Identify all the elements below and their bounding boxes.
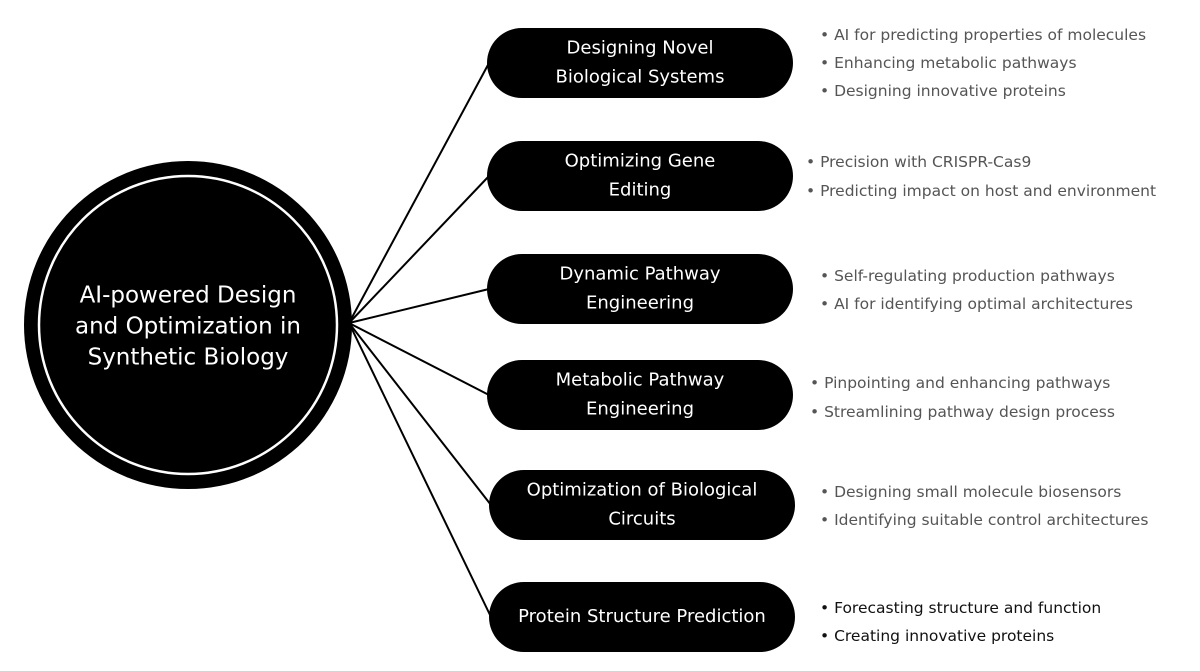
branch-title-2-line-2: Editing <box>609 180 672 201</box>
bullet-text: Self-regulating production pathways <box>834 267 1115 285</box>
bullet-text: AI for predicting properties of molecule… <box>834 26 1146 44</box>
bullet-text: Designing innovative proteins <box>834 82 1066 100</box>
bullet-dot: • <box>806 182 820 200</box>
branch-title-1-line-1: Designing Novel <box>567 38 714 59</box>
branch-node-2 <box>487 141 793 211</box>
bullet-text: Creating innovative proteins <box>834 627 1054 645</box>
bullet-text: Streamlining pathway design process <box>824 403 1115 421</box>
bullet-dot: • <box>820 82 834 100</box>
branch-6-bullet-2: • Creating innovative proteins <box>820 627 1054 645</box>
branch-6-bullet-1: • Forecasting structure and function <box>820 599 1101 617</box>
branch-1-bullet-1: • AI for predicting properties of molecu… <box>820 26 1146 44</box>
bullet-text: Predicting impact on host and environmen… <box>820 182 1156 200</box>
branch-title-3-line-1: Dynamic Pathway <box>559 264 720 285</box>
connector-lines <box>348 62 492 618</box>
central-title-line-2: and Optimization in <box>75 314 301 340</box>
branch-node-3 <box>487 254 793 324</box>
bullet-text: Pinpointing and enhancing pathways <box>824 374 1110 392</box>
bullet-dot: • <box>806 153 820 171</box>
branch-4-bullet-2: • Streamlining pathway design process <box>810 403 1115 421</box>
branch-5-bullet-1: • Designing small molecule biosensors <box>820 483 1121 501</box>
connector-line-2 <box>348 175 490 324</box>
branch-title-5-line-2: Circuits <box>608 509 675 530</box>
bullet-dot: • <box>820 511 834 529</box>
bullet-dot: • <box>820 627 834 645</box>
central-ring <box>37 174 339 476</box>
branch-title-2-line-1: Optimizing Gene <box>565 151 716 172</box>
branch-node-4 <box>487 360 793 430</box>
branch-title-4-line-2: Engineering <box>586 399 694 420</box>
branch-title-1-line-2: Biological Systems <box>556 67 725 88</box>
bullet-dot: • <box>820 483 834 501</box>
branch-1-bullet-3: • Designing innovative proteins <box>820 82 1066 100</box>
central-node: AI-powered Design and Optimization in Sy… <box>24 161 352 489</box>
central-circle <box>24 161 352 489</box>
branch-3-bullet-2: • AI for identifying optimal architectur… <box>820 295 1133 313</box>
branch-node-5 <box>489 470 795 540</box>
connector-line-5 <box>348 322 492 506</box>
bullet-dot: • <box>810 403 824 421</box>
bullet-dot: • <box>820 26 834 44</box>
branch-2-bullet-1: • Precision with CRISPR-Cas9 <box>806 153 1031 171</box>
central-title-line-1: AI-powered Design <box>80 283 297 309</box>
branch-title-4-line-1: Metabolic Pathway <box>556 370 725 391</box>
connector-line-6 <box>348 322 492 618</box>
bullet-text: Identifying suitable control architectur… <box>834 511 1148 529</box>
bullet-text: Designing small molecule biosensors <box>834 483 1121 501</box>
bullet-text: Enhancing metabolic pathways <box>834 54 1076 72</box>
branch-6: Protein Structure Prediction • Forecastin… <box>489 582 1101 652</box>
branch-5-bullet-2: • Identifying suitable control architect… <box>820 511 1148 529</box>
branch-node-6 <box>489 582 795 652</box>
branch-4-bullet-1: • Pinpointing and enhancing pathways <box>810 374 1110 392</box>
branch-3-bullet-1: • Self-regulating production pathways <box>820 267 1115 285</box>
connector-line-1 <box>348 62 490 324</box>
bullet-text: Precision with CRISPR-Cas9 <box>820 153 1031 171</box>
bullet-dot: • <box>820 267 834 285</box>
bullet-dot: • <box>810 374 824 392</box>
branch-2-bullet-2: • Predicting impact on host and environm… <box>806 182 1156 200</box>
branch-title-3-line-2: Engineering <box>586 293 694 314</box>
branch-title-5-line-1: Optimization of Biological <box>527 480 758 501</box>
bullet-dot: • <box>820 295 834 313</box>
connector-line-3 <box>348 288 490 324</box>
bullet-text: Forecasting structure and function <box>834 599 1101 617</box>
connector-line-4 <box>348 322 490 396</box>
bullet-text: AI for identifying optimal architectures <box>834 295 1133 313</box>
branch-node-1 <box>487 28 793 98</box>
branch-title-6-line-1: Protein Structure Prediction <box>518 606 766 627</box>
central-title-line-3: Synthetic Biology <box>88 345 289 371</box>
branch-1-bullet-2: • Enhancing metabolic pathways <box>820 54 1077 72</box>
bullet-dot: • <box>820 54 834 72</box>
bullet-dot: • <box>820 599 834 617</box>
